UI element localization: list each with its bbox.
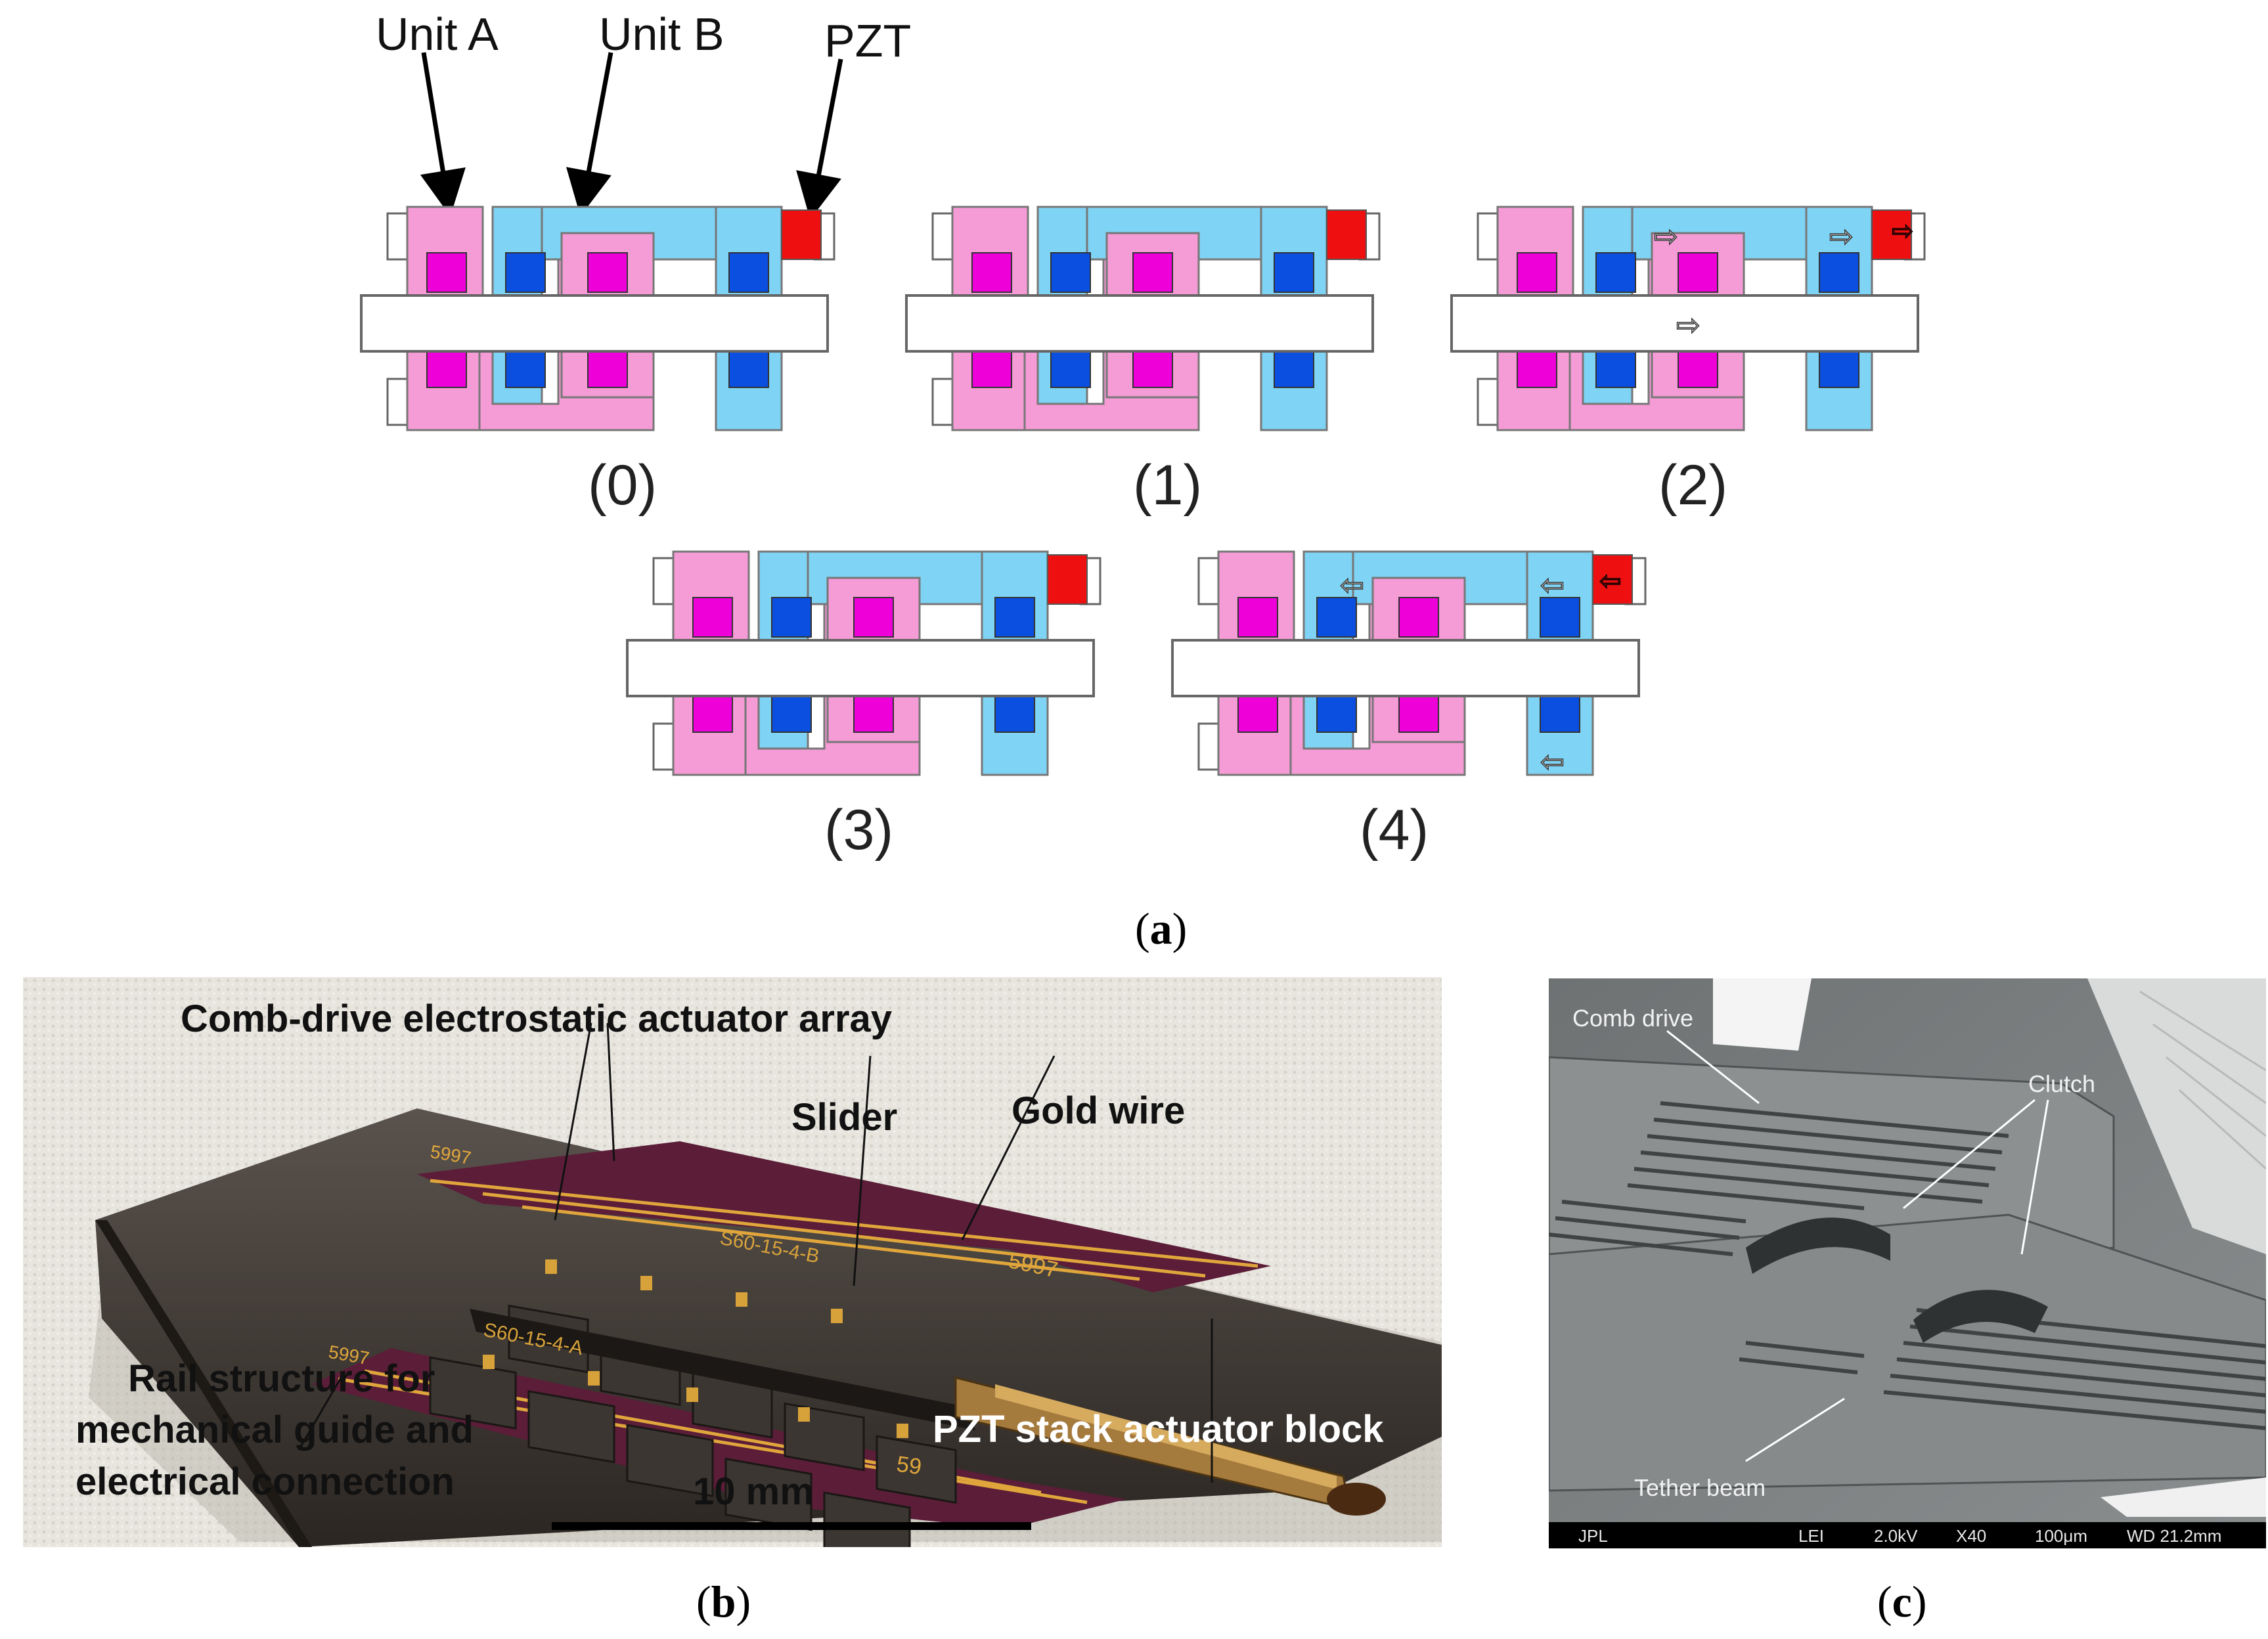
scale-bar-label: 10 mm [693, 1470, 814, 1513]
stage-4-label: (4) [1360, 798, 1429, 862]
comb-drive-array-label: Comb-drive electrostatic actuator array [181, 997, 893, 1040]
sem-lab: JPL [1578, 1526, 1608, 1546]
slider-label: Slider [791, 1096, 898, 1139]
unit-b-label: Unit B [599, 9, 724, 60]
pzt-label: PZT [824, 15, 912, 66]
svg-text:⇦: ⇦ [1599, 566, 1622, 596]
comb-drive-label: Comb drive [1572, 1005, 1694, 1032]
caption-b: (b) [696, 1577, 751, 1627]
sem-kv: 2.0kV [1874, 1526, 1918, 1546]
svg-text:⇨: ⇨ [1829, 220, 1854, 253]
caption-a: (a) [1135, 904, 1188, 953]
figure-c-sem: Comb drive Clutch Tether beam JPL LEI 2.… [1549, 978, 2266, 1548]
rail-label-line-2: mechanical guide and [76, 1409, 474, 1451]
figure-b-photo: 5997 5997 5997 59 S60-15-4-B S60-15-4-A … [23, 977, 1442, 1547]
slider-rod [470, 1309, 975, 1430]
tether-beam-label: Tether beam [1634, 1474, 1766, 1501]
stage-0-label: (0) [588, 454, 657, 517]
svg-text:⇨: ⇨ [1654, 220, 1678, 253]
clutch-label: Clutch [2028, 1070, 2096, 1097]
stage-3-label: (3) [824, 798, 894, 862]
caption-c: (c) [1877, 1577, 1927, 1627]
svg-text:⇨: ⇨ [1892, 216, 1914, 246]
sem-wd: WD 21.2mm [2127, 1526, 2222, 1546]
rail-label-line-3: electrical connection [76, 1460, 455, 1503]
stage-3-mechanism [626, 550, 1101, 776]
stage-1-label: (1) [1133, 454, 1203, 517]
stage-1-mechanism [905, 206, 1381, 431]
pzt-block-label: PZT stack actuator block [933, 1408, 1384, 1451]
stage-4-mechanism: ⇦ ⇦ ⇦ ⇦ [1171, 550, 1647, 779]
upper-rail [417, 1141, 1271, 1292]
figure-a: ⇨ ⇨ ⇨ ⇨ ⇦ ⇦ ⇦ ⇦ Unit A Unit B PZT (0) (1… [360, 9, 1926, 953]
svg-text:⇨: ⇨ [1676, 309, 1701, 342]
scale-bar [552, 1522, 1031, 1530]
stage-2-label: (2) [1658, 454, 1728, 517]
svg-text:⇦: ⇦ [1540, 745, 1565, 779]
gold-wire-label: Gold wire [1012, 1089, 1186, 1132]
mechanism-diagram: ⇨ ⇨ ⇨ ⇨ ⇦ ⇦ ⇦ ⇦ [360, 52, 1926, 779]
sem-mag: X40 [1956, 1526, 1987, 1546]
unit-a-label: Unit A [376, 9, 499, 60]
sem-mode: LEI [1798, 1526, 1825, 1546]
svg-text:⇦: ⇦ [1540, 569, 1565, 602]
sem-scale: 100μm [2035, 1526, 2088, 1546]
stage-0-mechanism [360, 206, 835, 431]
rail-label-line-1: Rail structure for [128, 1357, 435, 1400]
svg-text:⇦: ⇦ [1340, 569, 1364, 602]
stage-2-mechanism: ⇨ ⇨ ⇨ ⇨ [1450, 206, 1926, 431]
actuator-array-lower [429, 1356, 911, 1547]
